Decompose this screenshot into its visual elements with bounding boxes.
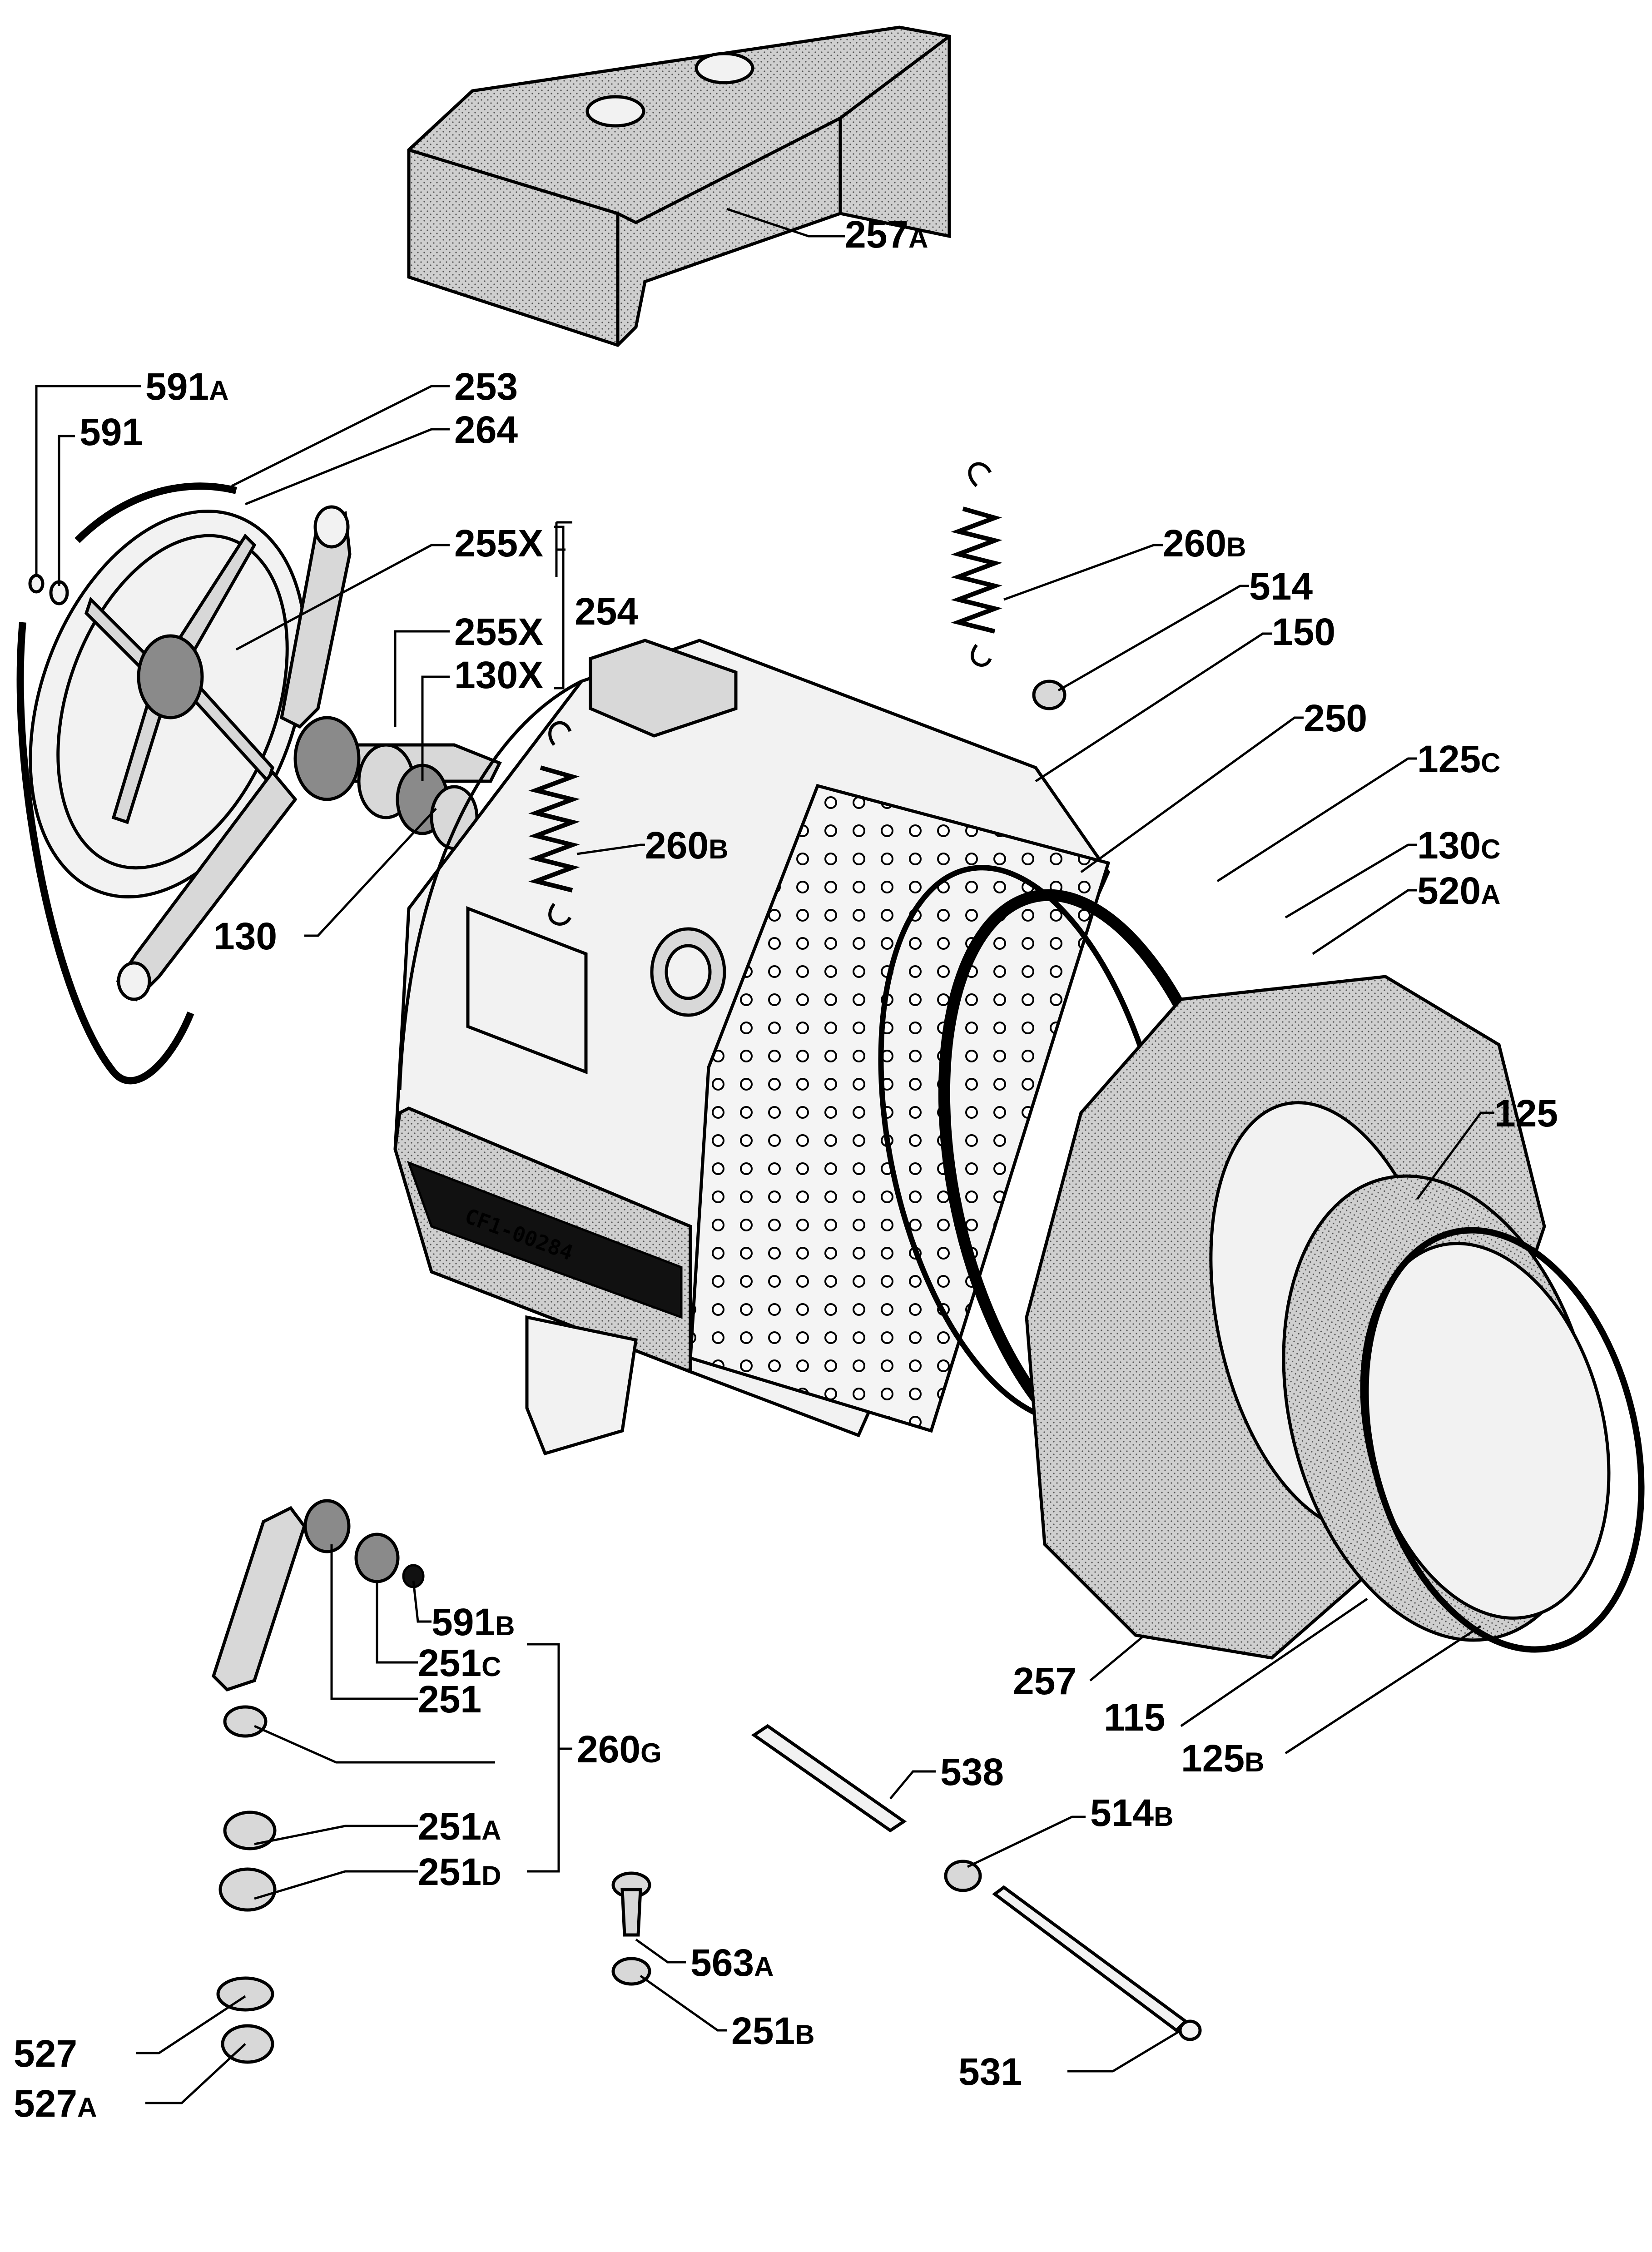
spring-middle-part xyxy=(528,721,580,926)
label-255X-upper: 255X xyxy=(454,522,543,565)
drive-belt-part xyxy=(16,482,237,1085)
label-538: 538 xyxy=(940,1751,1004,1793)
label-251D: 251D xyxy=(418,1850,501,1893)
foot-527-part xyxy=(216,1976,274,2064)
label-125C: 125C xyxy=(1417,738,1501,780)
label-527A: 527A xyxy=(14,2082,97,2125)
screw-563A-part xyxy=(611,1871,651,1937)
group-brackets xyxy=(554,526,565,689)
label-514B: 514B xyxy=(1090,1791,1174,1834)
leader-lines xyxy=(35,208,1494,2104)
label-527: 527 xyxy=(14,2032,77,2075)
label-591: 591 xyxy=(79,411,143,453)
label-130X: 130X xyxy=(454,654,543,696)
shaft-bearings-part xyxy=(293,716,479,850)
label-150: 150 xyxy=(1272,610,1335,653)
label-520A: 520A xyxy=(1417,869,1501,912)
label-251C: 251C xyxy=(418,1642,501,1684)
washer-251B-part xyxy=(611,1957,651,1986)
label-250: 250 xyxy=(1304,697,1367,739)
label-563A: 563A xyxy=(690,1941,774,1984)
label-591A: 591A xyxy=(145,365,229,408)
label-264: 264 xyxy=(454,408,518,451)
label-257: 257 xyxy=(1013,1660,1077,1702)
label-130: 130 xyxy=(213,915,277,957)
label-251B: 251B xyxy=(731,2009,815,2052)
label-253: 253 xyxy=(454,365,518,408)
long-bolt-531-part xyxy=(992,1885,1202,2041)
bolt-514B-part xyxy=(944,1860,982,1892)
label-251: 251 xyxy=(418,1678,481,1721)
pulley-wheel-part xyxy=(29,510,308,898)
bumper-514-part xyxy=(1032,680,1067,710)
label-255X-lower: 255X xyxy=(454,610,543,653)
label-125B: 125B xyxy=(1181,1737,1265,1780)
label-260G: 260G xyxy=(577,1728,662,1771)
counterweight-top-part xyxy=(407,25,951,347)
door-seal-part xyxy=(1282,1174,1645,1653)
label-531: 531 xyxy=(958,2050,1022,2093)
label-251A: 251A xyxy=(418,1805,501,1848)
label-591B: 591B xyxy=(432,1601,515,1643)
label-115: 115 xyxy=(1104,1696,1166,1739)
label-125: 125 xyxy=(1494,1092,1558,1135)
shock-absorber-part xyxy=(212,1499,425,1912)
inner-drum-part xyxy=(689,784,1111,1433)
label-260B-middle: 260B xyxy=(645,824,729,867)
label-257A: 257A xyxy=(845,213,928,256)
label-130C: 130C xyxy=(1417,824,1501,867)
label-254: 254 xyxy=(575,590,638,633)
retaining-rings-part xyxy=(28,574,69,605)
label-514: 514 xyxy=(1249,565,1313,608)
spring-top-right-part xyxy=(951,462,1002,667)
label-260B-upper: 260B xyxy=(1163,522,1246,565)
shaft-pin-part xyxy=(751,1724,907,1833)
